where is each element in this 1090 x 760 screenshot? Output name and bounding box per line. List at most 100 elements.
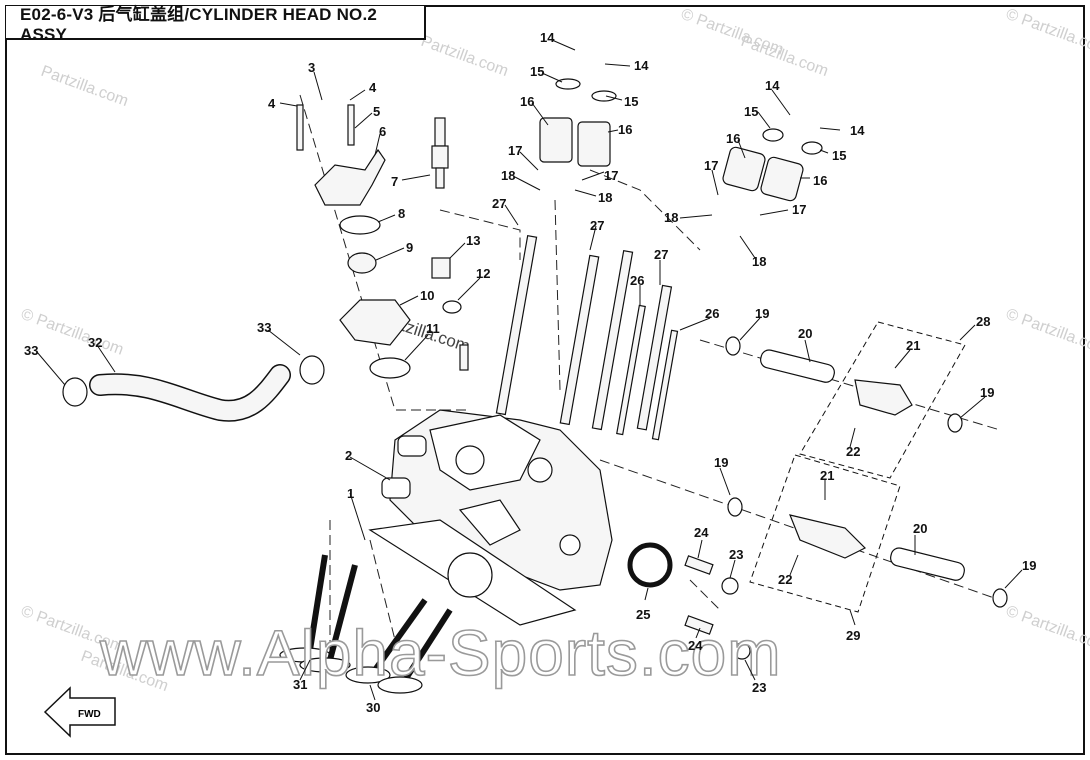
alpha-sports-watermark: www.Alpha-Sports.com xyxy=(99,617,782,689)
callout-33: 33 xyxy=(24,343,38,358)
washer-19 xyxy=(727,497,743,517)
callout-17: 17 xyxy=(508,143,522,158)
callout-14: 14 xyxy=(850,123,865,138)
callout-23: 23 xyxy=(729,547,743,562)
fwd-label: FWD xyxy=(78,709,101,720)
oil-control-valve-box-29 xyxy=(749,454,901,613)
callout-23: 23 xyxy=(752,680,766,695)
callout-27: 27 xyxy=(492,196,506,211)
callout-10: 10 xyxy=(420,288,434,303)
callout-27: 27 xyxy=(590,218,604,233)
callout-22: 22 xyxy=(846,444,860,459)
nut-23 xyxy=(733,642,751,660)
callout-31: 31 xyxy=(293,677,307,692)
callout-5: 5 xyxy=(373,104,380,119)
callout-11: 11 xyxy=(426,321,440,336)
callout-20: 20 xyxy=(913,521,927,536)
partzilla-watermark: Partzilla.com xyxy=(39,63,131,110)
gasket-bore xyxy=(447,552,493,598)
callout-15: 15 xyxy=(744,104,758,119)
spark-plug xyxy=(431,117,449,189)
callout-19: 19 xyxy=(980,385,994,400)
callout-15: 15 xyxy=(624,94,638,109)
partzilla-corner-watermark: © Partzilla.com xyxy=(1004,6,1090,59)
callout-18: 18 xyxy=(598,190,612,205)
partzilla-corner-watermark: © Partzilla.com xyxy=(679,6,786,59)
valve-springs xyxy=(539,78,823,202)
callout-25: 25 xyxy=(636,607,650,622)
partzilla-watermarks: Partzilla.com Partzilla.com Partzilla.co… xyxy=(19,6,1090,695)
callout-1: 1 xyxy=(347,486,354,501)
callout-labels: 1 2 3 4 4 5 6 7 8 9 10 11 12 13 14 14 14… xyxy=(24,30,1036,715)
partzilla-corner-watermark: © Partzilla.com xyxy=(1004,306,1090,359)
callout-14: 14 xyxy=(634,58,649,73)
hose-clamp xyxy=(299,355,325,385)
callout-27: 27 xyxy=(654,247,668,262)
callout-14: 14 xyxy=(765,78,780,93)
oil-control-valve-box-28 xyxy=(799,321,966,479)
callout-24: 24 xyxy=(694,525,709,540)
callout-15: 15 xyxy=(832,148,846,163)
callout-33: 33 xyxy=(257,320,271,335)
callout-4: 4 xyxy=(268,96,276,111)
callout-32: 32 xyxy=(88,335,102,350)
callout-19: 19 xyxy=(755,306,769,321)
callout-9: 9 xyxy=(406,240,413,255)
callout-17: 17 xyxy=(792,202,806,217)
callout-30: 30 xyxy=(366,700,380,715)
pin-20 xyxy=(890,547,965,581)
callout-4: 4 xyxy=(369,80,377,95)
callout-21: 21 xyxy=(820,468,834,483)
callout-28: 28 xyxy=(976,314,990,329)
callout-17: 17 xyxy=(704,158,718,173)
callout-14: 14 xyxy=(540,30,555,45)
diagram-frame xyxy=(5,5,1085,755)
diagram-title: E02-6-V3 后气缸盖组/CYLINDER HEAD NO.2 ASSY xyxy=(6,5,426,44)
callout-8: 8 xyxy=(398,206,405,221)
nut-23 xyxy=(721,577,739,595)
hose-clamp xyxy=(62,377,88,407)
callout-7: 7 xyxy=(391,174,398,189)
callout-13: 13 xyxy=(466,233,480,248)
callout-26: 26 xyxy=(705,306,719,321)
oil-control-valve-28 xyxy=(854,379,913,416)
callout-21: 21 xyxy=(906,338,920,353)
callout-17: 17 xyxy=(604,168,618,183)
stud-24 xyxy=(684,615,714,635)
stud-24 xyxy=(684,555,714,575)
plug-washer xyxy=(442,300,462,314)
water-outlet-assembly xyxy=(296,104,411,379)
callout-16: 16 xyxy=(813,173,827,188)
callout-3: 3 xyxy=(308,60,315,75)
leader-lines xyxy=(36,39,1023,701)
callout-16: 16 xyxy=(618,122,632,137)
washer-19 xyxy=(725,336,741,356)
o-ring xyxy=(627,542,673,588)
callout-20: 20 xyxy=(798,326,812,341)
callout-15: 15 xyxy=(530,64,544,79)
oil-control-valve-29 xyxy=(789,514,867,559)
callout-16: 16 xyxy=(726,131,740,146)
callout-6: 6 xyxy=(379,124,386,139)
head-bolts xyxy=(495,234,679,441)
callout-19: 19 xyxy=(714,455,728,470)
washer-19 xyxy=(947,413,963,433)
callout-18: 18 xyxy=(501,168,515,183)
callout-29: 29 xyxy=(846,628,860,643)
callout-22: 22 xyxy=(778,572,792,587)
callout-2: 2 xyxy=(345,448,352,463)
partzilla-corner-watermark: © Partzilla.com xyxy=(1004,603,1090,656)
plug-bolt xyxy=(431,257,451,279)
callout-18: 18 xyxy=(752,254,766,269)
fwd-arrow-icon xyxy=(43,686,116,738)
callout-18: 18 xyxy=(664,210,678,225)
washer-19 xyxy=(992,588,1008,608)
pin-20 xyxy=(760,349,835,383)
callout-12: 12 xyxy=(476,266,490,281)
callout-24: 24 xyxy=(688,638,703,653)
callout-19: 19 xyxy=(1022,558,1036,573)
partzilla-watermark: Partzilla.com xyxy=(419,33,511,80)
callout-16: 16 xyxy=(520,94,534,109)
sensor-stud xyxy=(459,344,469,371)
